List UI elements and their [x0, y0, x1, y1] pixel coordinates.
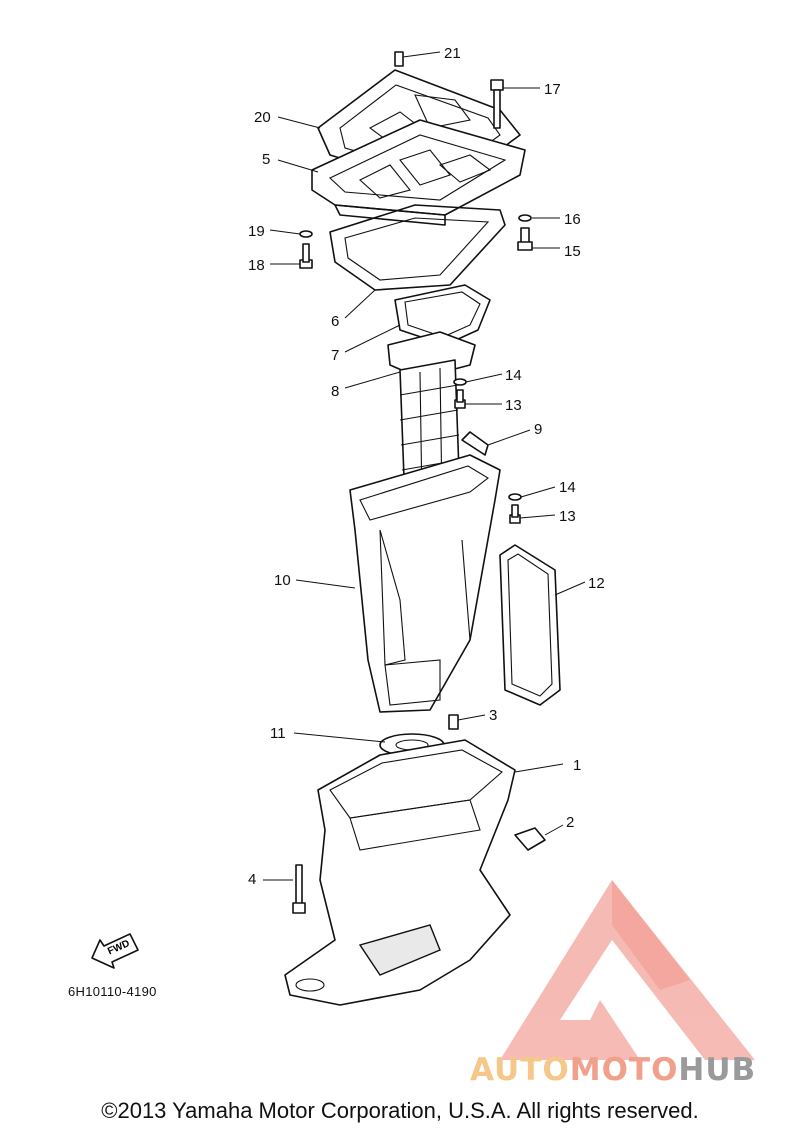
- part-4-bolt: [292, 864, 306, 914]
- label-13-a: 13: [505, 397, 522, 414]
- part-15-bolt: [517, 227, 533, 251]
- label-2: 2: [566, 814, 574, 831]
- part-17-bolt: [490, 79, 504, 129]
- watermark-text: AUTOMOTOHUB: [470, 1052, 756, 1088]
- watermark-logo: [500, 880, 755, 1060]
- part-5-plate: [311, 119, 526, 226]
- label-13-b: 13: [559, 508, 576, 525]
- label-16: 16: [564, 211, 581, 228]
- label-6: 6: [331, 313, 339, 330]
- part-16-washer: [518, 214, 532, 222]
- part-21-pin: [394, 51, 404, 67]
- label-10: 10: [274, 572, 291, 589]
- label-17: 17: [544, 81, 561, 98]
- leader-lines: [263, 51, 586, 881]
- part-2-cover: [514, 827, 546, 851]
- part-1-upper-casing: [284, 739, 516, 1006]
- part-12-gasket: [499, 544, 561, 706]
- label-1: 1: [573, 757, 581, 774]
- label-9: 9: [534, 421, 542, 438]
- label-14-a: 14: [505, 367, 522, 384]
- part-6-gasket: [329, 204, 506, 291]
- part-14-washer-b: [508, 493, 522, 501]
- fwd-arrow-icon: FWD: [91, 933, 139, 969]
- part-13-bolt-a: [454, 389, 466, 409]
- label-18: 18: [248, 257, 265, 274]
- label-14-b: 14: [559, 479, 576, 496]
- label-19: 19: [248, 223, 265, 240]
- watermark-part1: AUTO: [470, 1052, 570, 1088]
- callout-labels: 1 2 3 4 5 6 7 8 9 10 11 12 13 13 14 14 1…: [248, 45, 605, 888]
- part-10-muffler: [349, 454, 501, 713]
- part-14-washer-a: [453, 378, 467, 386]
- label-20: 20: [254, 109, 271, 126]
- diagram-code: 6H10110-4190: [68, 984, 157, 999]
- label-7: 7: [331, 347, 339, 364]
- part-9-clip: [461, 431, 489, 456]
- watermark-part3: HUB: [678, 1052, 757, 1088]
- label-21: 21: [444, 45, 461, 62]
- part-18-bolt: [299, 243, 313, 269]
- part-13-bolt-b: [509, 504, 521, 524]
- label-3: 3: [489, 707, 497, 724]
- part-3-dowel: [448, 714, 459, 730]
- label-15: 15: [564, 243, 581, 260]
- label-4: 4: [248, 871, 256, 888]
- label-12: 12: [588, 575, 605, 592]
- copyright-notice: ©2013 Yamaha Motor Corporation, U.S.A. A…: [101, 1098, 699, 1123]
- part-19-washer: [299, 230, 313, 238]
- label-5: 5: [262, 151, 270, 168]
- label-8: 8: [331, 383, 339, 400]
- label-11: 11: [270, 725, 286, 742]
- part-7-gasket: [394, 284, 491, 346]
- watermark-part2: MOTO: [569, 1052, 679, 1088]
